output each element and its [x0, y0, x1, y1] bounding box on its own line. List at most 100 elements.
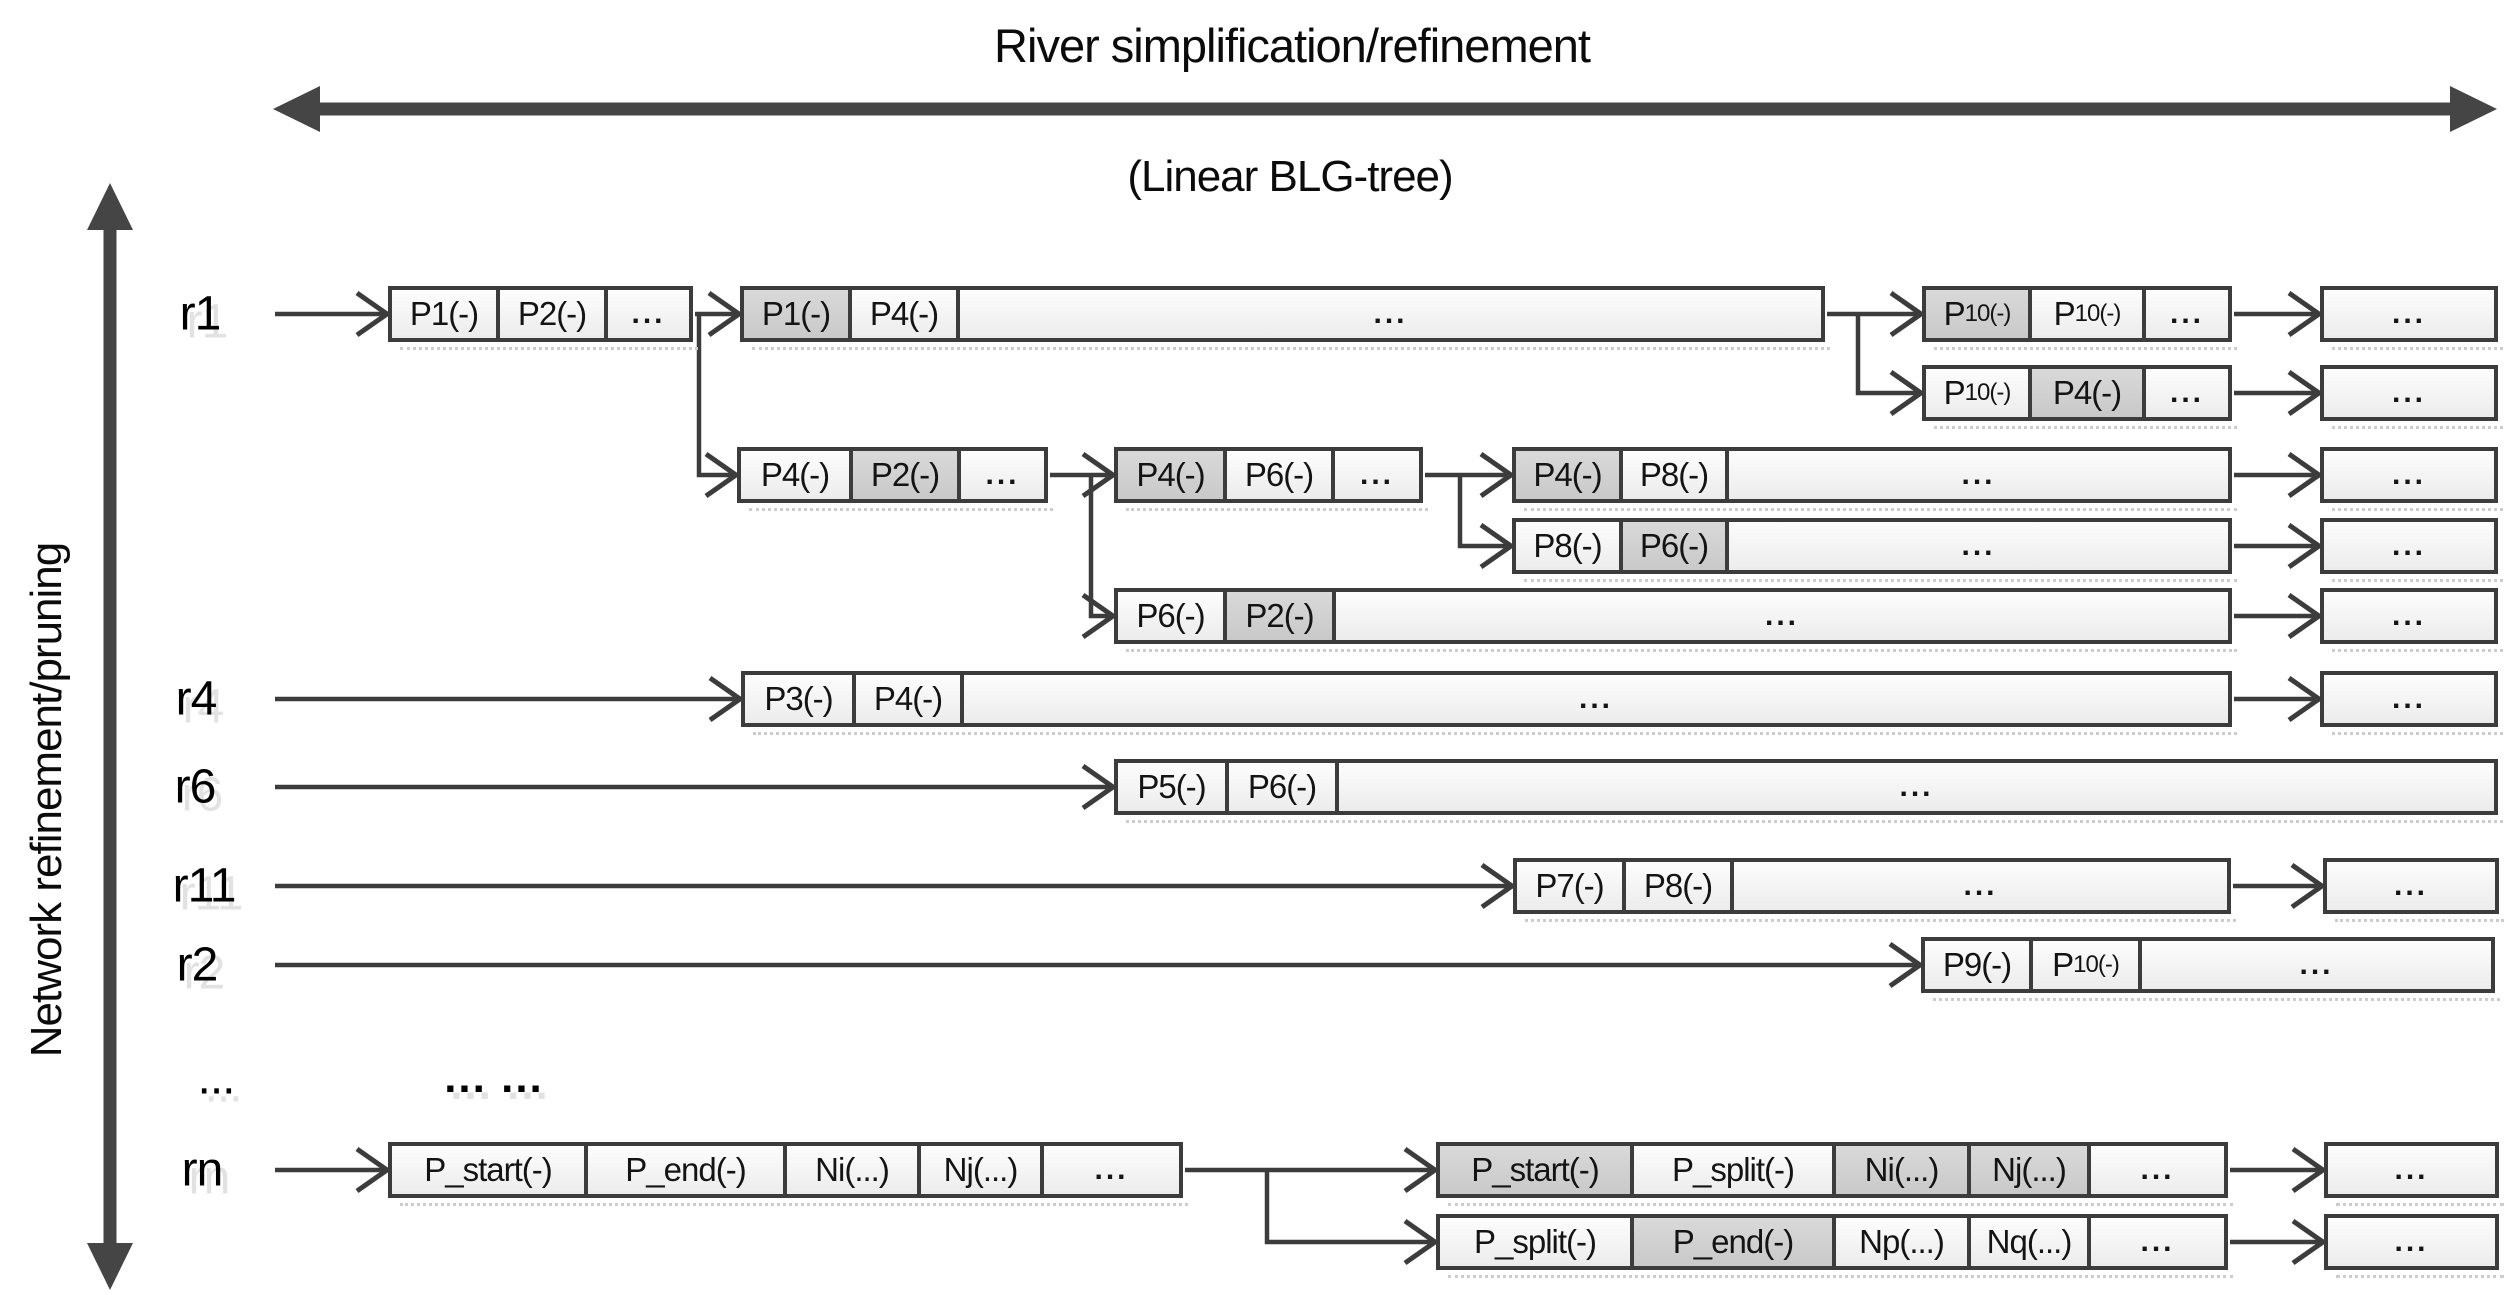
tree-node-cell: P_start(-): [1440, 1146, 1634, 1194]
tree-node-cell-ellipsis: ...: [964, 675, 2228, 723]
tree-node-cell-ellipsis: ...: [960, 290, 1821, 338]
tree-node: P6(-)P2(-)...: [1114, 588, 2237, 652]
river-row-label-rn: rn: [181, 1143, 224, 1197]
connector-line: [1088, 475, 1112, 619]
tree-node-cell: P4(-): [856, 675, 964, 723]
left-arrowhead-icon: [273, 86, 320, 132]
tree-node-cell: P6(-): [1227, 451, 1335, 499]
chevron-arrowhead-icon: [1081, 592, 1118, 640]
chevron-arrowhead-icon: [2291, 1218, 2328, 1266]
chevron-arrowhead-icon: [2291, 1146, 2328, 1194]
tree-node: ...: [2320, 671, 2503, 735]
river-row-label-: ...: [197, 1051, 235, 1105]
tree-node-cell: P_end(-): [1634, 1218, 1836, 1266]
chevron-arrowhead-icon: [2287, 290, 2324, 338]
connector-line: [1855, 314, 1920, 396]
tree-node-cell: P_split(-): [1634, 1146, 1836, 1194]
tree-node: P_split(-)P_end(-)Np(...)Nq(...)...: [1436, 1214, 2233, 1278]
tree-node-cell-ellipsis: ...: [1339, 763, 2494, 811]
tree-node-cell: Ni(...): [1836, 1146, 1971, 1194]
tree-node-cell-ellipsis: ...: [1729, 522, 2228, 570]
tree-node-cell: P_start(-): [392, 1146, 588, 1194]
chevron-arrowhead-icon: [1889, 290, 1926, 338]
tree-node: ...: [2320, 365, 2503, 429]
chevron-arrowhead-icon: [2287, 451, 2324, 499]
tree-node-cell-ellipsis: ...: [2324, 675, 2494, 723]
tree-node-cell: P4(-): [1516, 451, 1623, 499]
tree-node-cell-ellipsis: ...: [1336, 592, 2228, 640]
tree-node: P1(-)P2(-)...: [388, 286, 698, 350]
chevron-arrowhead-icon: [1479, 451, 1516, 499]
tree-node-cell: P8(-): [1516, 522, 1623, 570]
tree-node-cell: P6(-): [1229, 763, 1339, 811]
tree-node: ...: [2320, 286, 2503, 350]
tree-node-cell: Np(...): [1836, 1218, 1971, 1266]
tree-node: P5(-)P6(-)...: [1114, 759, 2503, 823]
tree-node-cell: P2(-): [500, 290, 608, 338]
chevron-arrowhead-icon: [2290, 862, 2327, 910]
tree-node-cell-ellipsis: ...: [2091, 1218, 2224, 1266]
tree-node-cell-ellipsis: ...: [961, 451, 1044, 499]
tree-node-cell: P4(-): [741, 451, 853, 499]
tree-node-cell: P1(-): [392, 290, 500, 338]
tree-node: P7(-)P8(-)...: [1513, 858, 2236, 922]
chevron-arrowhead-icon: [2287, 675, 2324, 723]
tree-node: P_start(-)P_split(-)Ni(...)Nj(...)...: [1436, 1142, 2233, 1206]
chevron-arrowhead-icon: [1480, 862, 1517, 910]
tree-node: ...: [2320, 447, 2503, 511]
tree-node-cell: P8(-): [1623, 451, 1729, 499]
tree-node-cell-ellipsis: ...: [608, 290, 689, 338]
tree-node-cell-ellipsis: ...: [2324, 451, 2494, 499]
chevron-arrowhead-icon: [355, 290, 392, 338]
river-row-label-r11: r11: [172, 859, 237, 913]
chevron-arrowhead-icon: [355, 1146, 392, 1194]
tree-node-cell-ellipsis: ...: [2328, 1146, 2495, 1194]
river-row-label-r2: r2: [176, 938, 219, 992]
tree-node: P4(-)P6(-)...: [1114, 447, 1428, 511]
tree-node-cell: Ni(...): [787, 1146, 921, 1194]
chevron-arrowhead-icon: [704, 451, 741, 499]
tree-node-cell: P8(-): [1626, 862, 1734, 910]
chevron-arrowhead-icon: [708, 675, 745, 723]
tree-node-cell: P6(-): [1118, 592, 1227, 640]
tree-node: P4(-)P2(-)...: [737, 447, 1053, 511]
chevron-arrowhead-icon: [1479, 522, 1516, 570]
tree-node-cell: P4(-): [852, 290, 960, 338]
chevron-arrowhead-icon: [2287, 369, 2324, 417]
tree-node: P3(-)P4(-)...: [741, 671, 2237, 735]
chevron-arrowhead-icon: [1403, 1218, 1440, 1266]
tree-node: P8(-)P6(-)...: [1512, 518, 2237, 582]
tree-node: ...: [2320, 588, 2503, 652]
up-arrowhead-icon: [87, 183, 133, 230]
horizontal-axis-subtitle: (Linear BLG-tree): [1127, 152, 1453, 201]
tree-node-cell: P3(-): [745, 675, 856, 723]
tree-node-cell: P1(-): [744, 290, 852, 338]
tree-node-cell: P5(-): [1118, 763, 1229, 811]
chevron-arrowhead-icon: [2287, 592, 2324, 640]
tree-node-cell-ellipsis: ...: [2146, 290, 2228, 338]
connector-line: [1457, 475, 1510, 549]
tree-node: P4(-)P8(-)...: [1512, 447, 2237, 511]
horizontal-axis-title: River simplification/refinement: [994, 19, 1591, 72]
tree-node-cell: P6(-): [1623, 522, 1729, 570]
tree-node-cell-ellipsis: ...: [2146, 369, 2228, 417]
tree-node-cell: P9(-): [1925, 941, 2033, 989]
tree-node-cell: P4(-): [1118, 451, 1227, 499]
tree-node-cell-ellipsis: ...: [2324, 592, 2494, 640]
tree-node: P_start(-)P_end(-)Ni(...)Nj(...)...: [388, 1142, 1188, 1206]
tree-node-cell: Nq(...): [1971, 1218, 2091, 1266]
tree-node-cell-ellipsis: ...: [2091, 1146, 2224, 1194]
river-row-label-r6: r6: [174, 760, 217, 814]
chevron-arrowhead-icon: [707, 290, 744, 338]
tree-node-cell-ellipsis: ...: [1734, 862, 2227, 910]
tree-node: P1(-)P4(-)...: [740, 286, 1830, 350]
tree-node-cell: P4(-): [2032, 369, 2146, 417]
tree-node: ...: [2320, 518, 2503, 582]
